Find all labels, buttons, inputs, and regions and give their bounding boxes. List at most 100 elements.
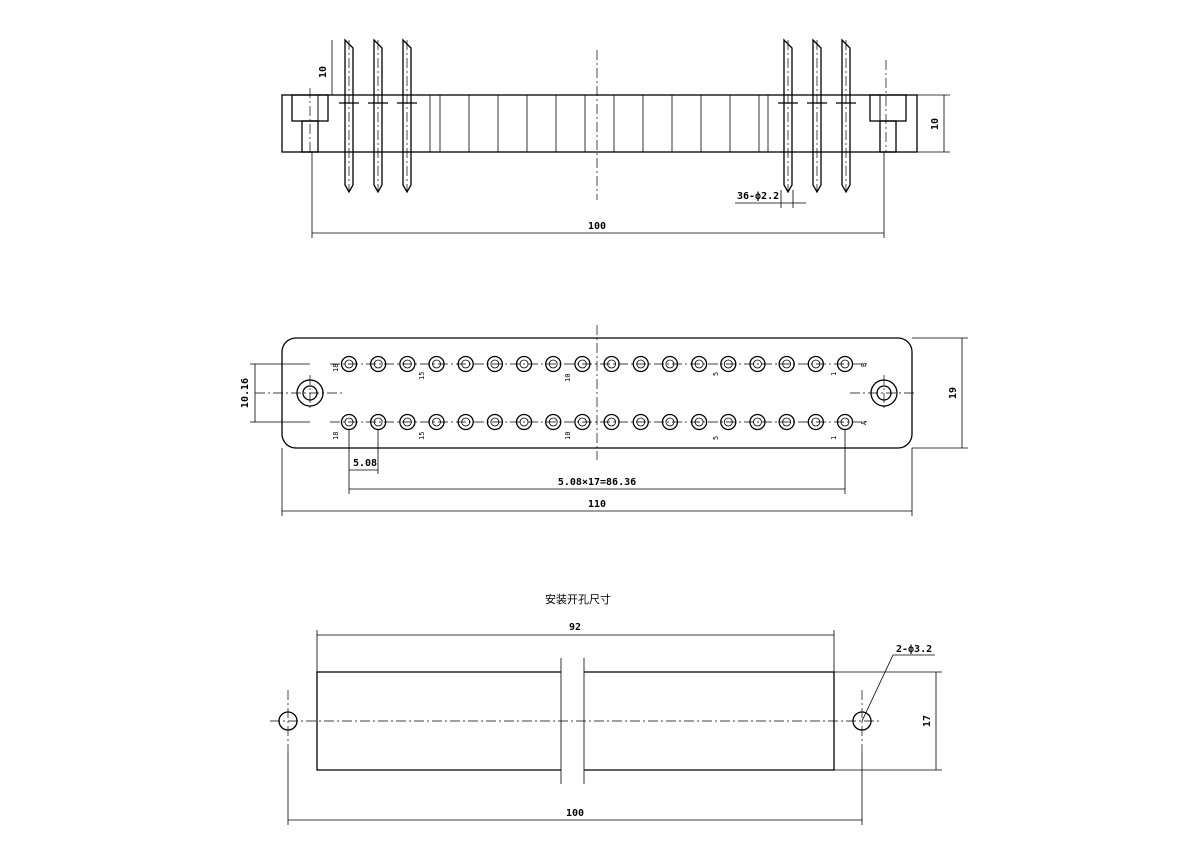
contact-pin xyxy=(632,355,649,373)
contact-pin-inner xyxy=(402,417,412,427)
contact-pin xyxy=(603,413,620,431)
contact-pin-inner xyxy=(840,359,850,369)
side-section-view: 10 10 36-ф2.2 100 xyxy=(281,38,950,238)
panel-cutout-view: 安装开孔尺寸 92 100 17 2-ф3.2 xyxy=(270,592,942,825)
contact-pin-inner xyxy=(344,359,354,369)
contact-pin-inner xyxy=(753,359,762,369)
contact-pin-inner xyxy=(723,359,733,369)
pin-label-18-a: 18 xyxy=(332,432,340,440)
contact-pin xyxy=(661,355,679,373)
contact-pin-inner xyxy=(811,359,821,369)
pin-label-15-b: 15 xyxy=(418,372,426,380)
contact-pins xyxy=(340,355,854,431)
contact-pin-inner xyxy=(461,359,471,369)
contact-pin xyxy=(749,355,766,373)
contact-pin-inner xyxy=(607,359,616,369)
dim-pitch: 5.08 xyxy=(353,458,377,469)
cutout-title: 安装开孔尺寸 xyxy=(545,592,611,606)
contact-pin-inner xyxy=(665,417,675,427)
contact-pin-inner xyxy=(782,359,792,369)
contact-pin xyxy=(574,355,591,373)
contact-pin xyxy=(486,413,504,431)
contact-pin xyxy=(399,355,416,373)
contact-pin xyxy=(515,413,533,431)
contact-pin xyxy=(428,355,445,373)
cutout-left-half xyxy=(316,671,561,771)
contact-pin xyxy=(603,355,620,373)
contact-pin-inner xyxy=(344,417,354,427)
dim-row-spacing: 10.16 xyxy=(240,378,251,408)
contact-pin-inner xyxy=(519,359,529,369)
dim-cutout-width: 92 xyxy=(569,622,581,633)
pin-label-1-b: 1 xyxy=(830,372,838,376)
contact-pin-inner xyxy=(373,359,383,369)
contact-pin xyxy=(720,413,737,431)
contact-pin xyxy=(807,355,824,373)
dim-pin-height: 10 xyxy=(318,66,329,78)
contact-pin xyxy=(807,413,824,431)
right-mount-pocket xyxy=(869,94,907,122)
contact-pin xyxy=(370,355,387,373)
pin-label-15-a: 15 xyxy=(418,432,426,440)
contact-pin-inner xyxy=(490,417,500,427)
pin-label-5-a: 5 xyxy=(712,436,720,440)
contact-pin-inner xyxy=(665,359,675,369)
side-pin xyxy=(812,38,822,194)
contact-pin xyxy=(545,413,562,431)
contact-pin-inner xyxy=(753,417,762,427)
contact-pin-inner xyxy=(548,359,558,369)
pin-label-10-a: 10 xyxy=(564,432,572,440)
contact-pin-inner xyxy=(636,417,646,427)
contact-pin xyxy=(661,413,679,431)
side-pin xyxy=(402,38,412,194)
right-mount-bore xyxy=(879,120,897,153)
contact-pin xyxy=(778,413,795,431)
contact-pin xyxy=(690,355,708,373)
contact-pin-inner xyxy=(432,417,441,427)
side-pin xyxy=(344,38,354,194)
contact-pin-inner xyxy=(578,417,587,427)
contact-pin-inner xyxy=(402,359,412,369)
contact-pin xyxy=(340,355,358,373)
row-a-label: A xyxy=(860,420,868,425)
contact-pin-inner xyxy=(519,417,529,427)
contact-pin xyxy=(457,413,474,431)
contact-pin-inner xyxy=(461,417,471,427)
contact-pin xyxy=(836,355,854,373)
front-view: B A 18 15 10 5 1 18 15 10 5 1 10.16 19 5… xyxy=(240,325,968,516)
dim-holes-span: 100 xyxy=(566,808,584,819)
dim-total-width: 110 xyxy=(588,499,606,510)
pin-label-18-b: 18 xyxy=(332,364,340,372)
contact-pin xyxy=(574,413,591,431)
right-end-hatch xyxy=(879,94,918,153)
side-pins xyxy=(339,38,856,194)
contact-pin-inner xyxy=(578,359,587,369)
pin-label-5-b: 5 xyxy=(712,372,720,376)
contact-pin xyxy=(632,413,649,431)
contact-pin xyxy=(486,355,504,373)
contact-pin-inner xyxy=(432,359,441,369)
contact-pin-inner xyxy=(723,417,733,427)
contact-pin xyxy=(778,355,795,373)
contact-pin xyxy=(545,355,562,373)
contact-pin xyxy=(457,355,474,373)
contact-pin-inner xyxy=(636,359,646,369)
dim-cutout-height: 17 xyxy=(922,715,933,727)
dim-overall: 100 xyxy=(588,221,606,232)
left-end-hatch xyxy=(281,94,319,153)
contact-pin-inner xyxy=(840,417,850,427)
contact-pin xyxy=(515,355,533,373)
dim-span: 5.08×17=86.36 xyxy=(558,477,636,488)
contact-pin xyxy=(340,413,358,431)
hole-leader xyxy=(861,654,894,722)
side-pin xyxy=(841,38,851,194)
row-b-label: B xyxy=(860,363,868,367)
contact-pin-inner xyxy=(373,417,383,427)
contact-pin xyxy=(836,413,854,431)
contact-cell-lines xyxy=(439,95,760,152)
side-pin xyxy=(373,38,383,194)
dim-body-height: 10 xyxy=(930,118,941,130)
dim-height: 19 xyxy=(948,387,959,399)
pin-label-1-a: 1 xyxy=(830,436,838,440)
